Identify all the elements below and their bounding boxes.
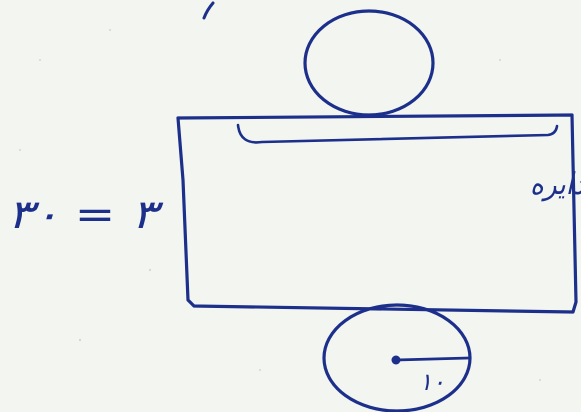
left-equation: ۳۰ = ۳ [7,192,164,238]
stray-pen-stroke [202,1,215,20]
rect-label: طول مستطیل = محیط دایره [530,167,581,202]
radius-label: ۱۰ [419,368,445,396]
top-circle [303,9,435,117]
paper-texture [19,29,541,381]
brace-overline [236,123,559,144]
radius-line [394,356,471,362]
rectangle-lateral-surface [176,113,578,314]
